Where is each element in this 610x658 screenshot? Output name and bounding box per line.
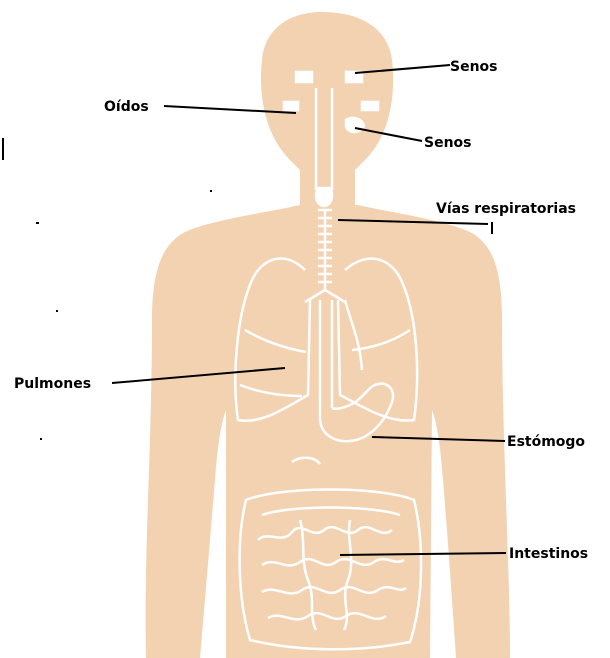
label-vias-respiratorias: Vías respiratorias (436, 201, 576, 217)
label-intestinos: Intestinos (509, 546, 588, 562)
label-senos-bottom: Senos (424, 135, 472, 151)
label-senos-top: Senos (450, 59, 498, 75)
label-estomago: Estómogo (507, 434, 585, 450)
label-pulmones: Pulmones (14, 376, 91, 392)
label-oidos: Oídos (104, 99, 149, 115)
